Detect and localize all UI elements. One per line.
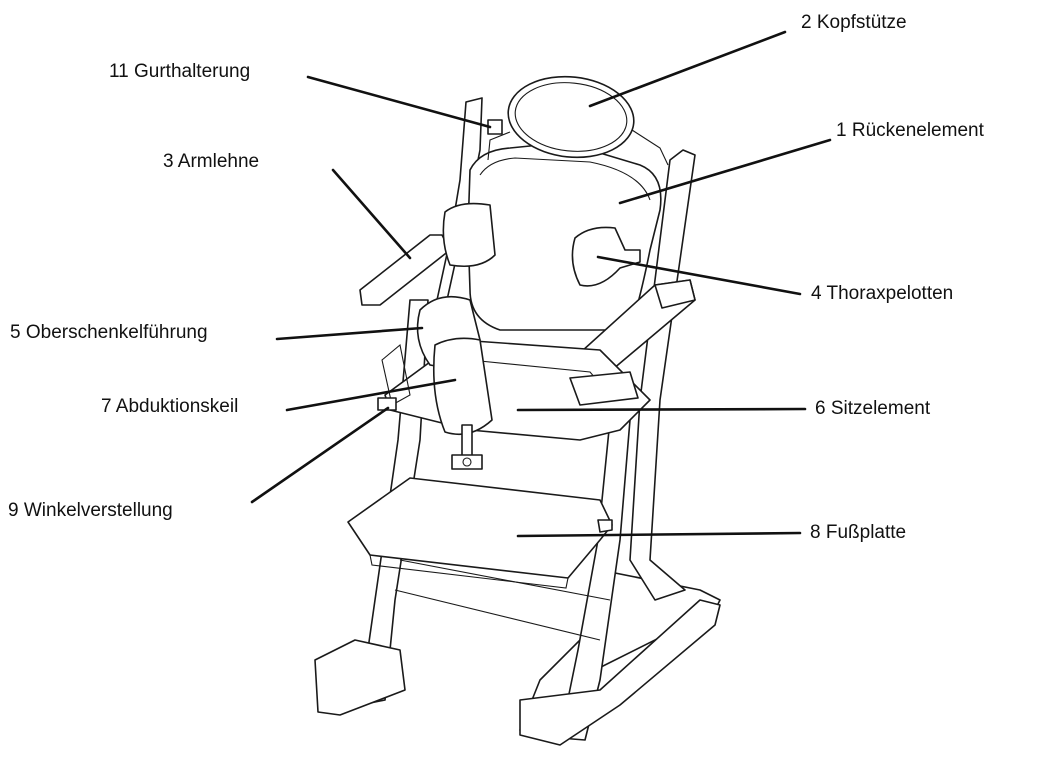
back-element [468, 145, 661, 330]
label-rueckenelement: 1 Rückenelement [836, 120, 984, 142]
leader-gurthalterung [308, 77, 490, 127]
leader-sitzelement [518, 409, 805, 410]
label-sitzelement: 6 Sitzelement [815, 398, 930, 420]
label-kopfstuetze: 2 Kopfstütze [801, 12, 907, 34]
label-thoraxpelotten: 4 Thoraxpelotten [811, 283, 953, 305]
label-winkelverstellung: 9 Winkelverstellung [8, 500, 173, 522]
leader-kopfstuetze [590, 32, 785, 106]
leader-oberschenkelfuehrung [277, 328, 422, 339]
label-gurthalterung: 11 Gurthalterung [109, 61, 250, 83]
label-abduktionskeil: 7 Abduktionskeil [101, 396, 238, 418]
label-armlehne: 3 Armlehne [163, 151, 259, 173]
label-fussplatte: 8 Fußplatte [810, 522, 906, 544]
leader-armlehne [333, 170, 410, 258]
label-oberschenkelfuehrung: 5 Oberschenkelführung [10, 322, 208, 344]
leader-winkelverstellung [252, 408, 388, 502]
